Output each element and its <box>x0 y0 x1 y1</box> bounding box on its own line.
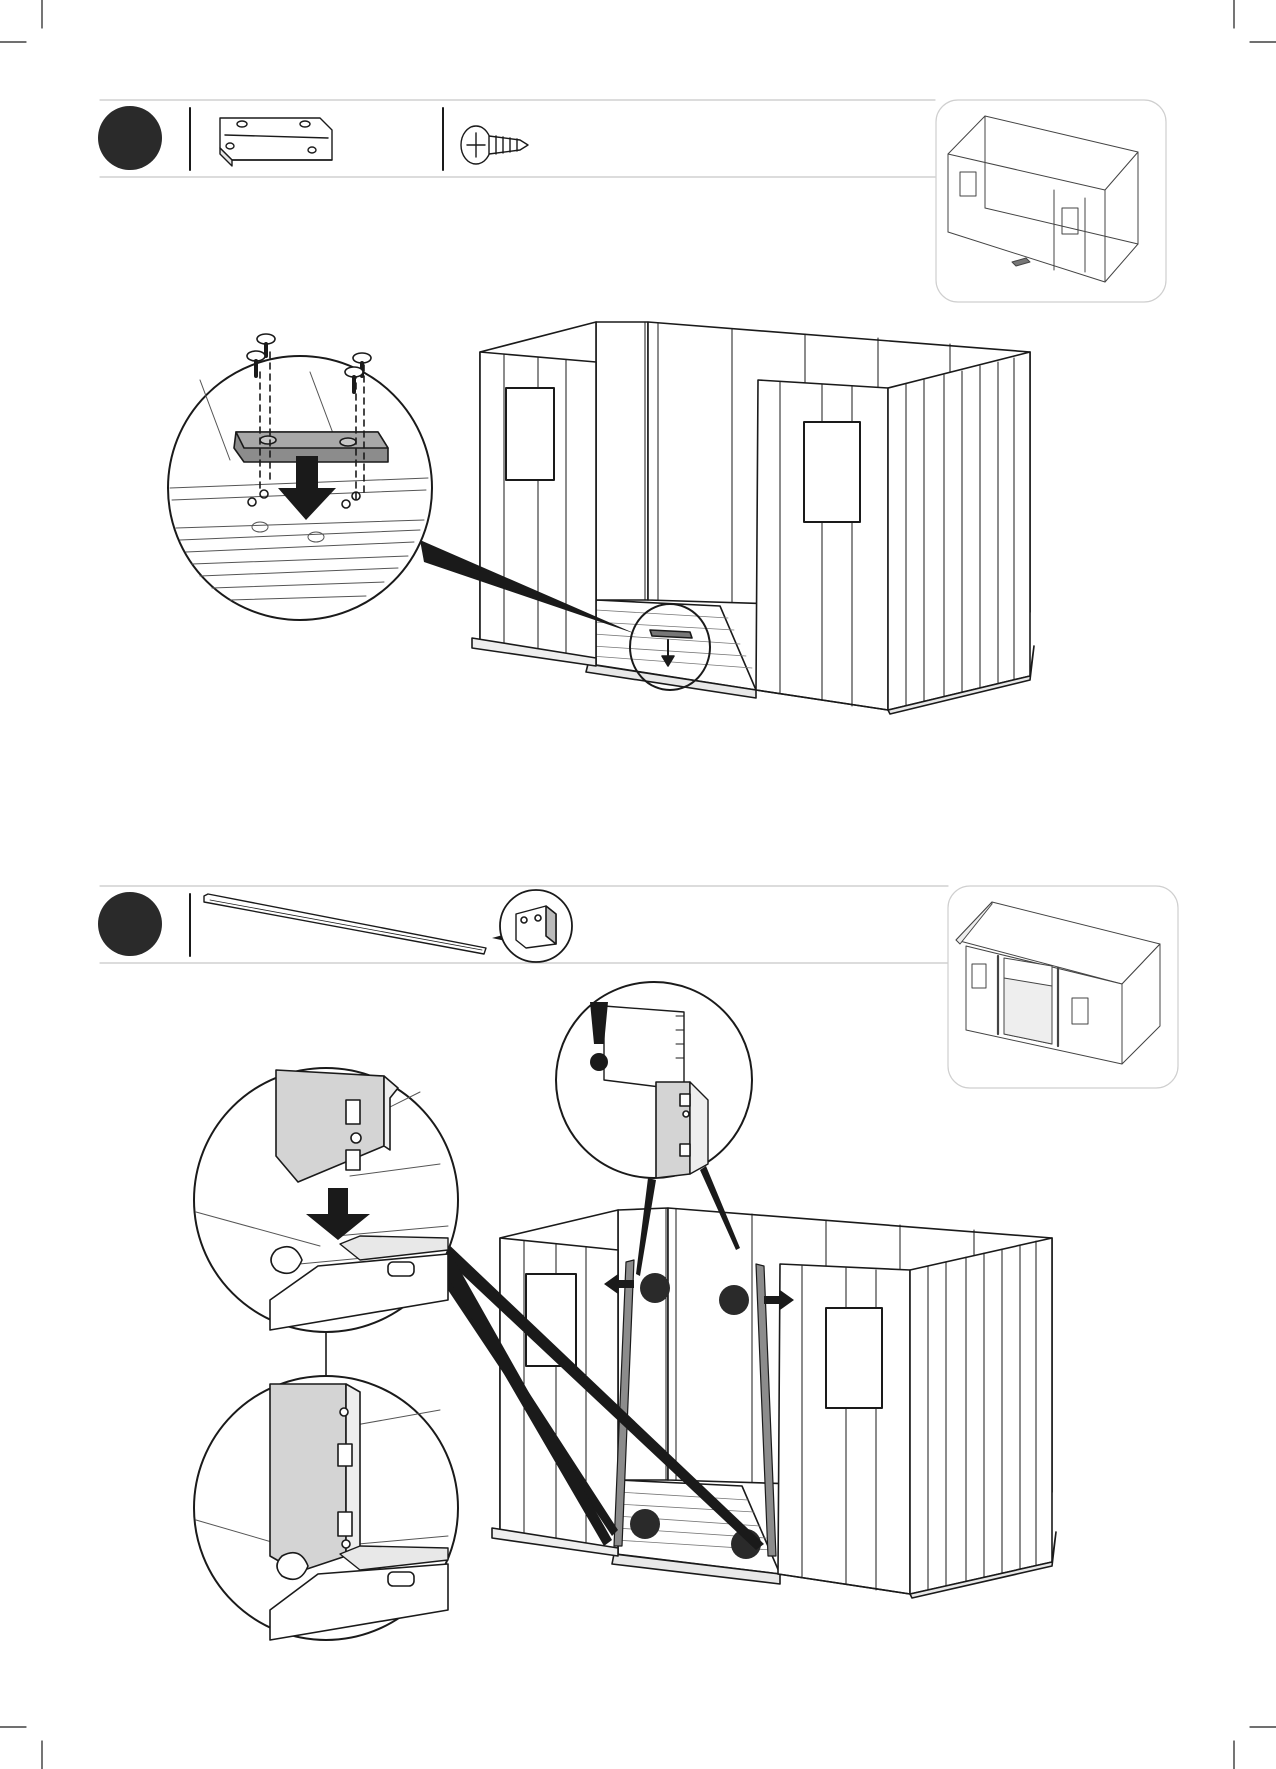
step-2-thumbnail <box>948 886 1178 1088</box>
step-1-thumbnail <box>936 100 1166 302</box>
floor-connector-bracket-icon <box>220 118 332 166</box>
step-2-badge <box>98 892 162 956</box>
step-1-shed-walls <box>472 322 1034 714</box>
step-2-zoom-callout-upper <box>194 1068 458 1332</box>
step-2-shed-walls <box>492 1208 1056 1598</box>
step-2-header <box>98 886 948 963</box>
phillips-screw-icon <box>461 126 528 164</box>
marker-dot <box>640 1273 670 1303</box>
step-2-zoom-callout-lower <box>194 1376 458 1640</box>
door-rail-detail-callout <box>500 890 572 962</box>
marker-dot <box>630 1509 660 1539</box>
door-rail-icon <box>204 894 486 954</box>
marker-dot <box>719 1285 749 1315</box>
step-2-zoom-callout-warning <box>556 982 752 1178</box>
step-1-header <box>98 100 935 177</box>
step-1-badge <box>98 106 162 170</box>
